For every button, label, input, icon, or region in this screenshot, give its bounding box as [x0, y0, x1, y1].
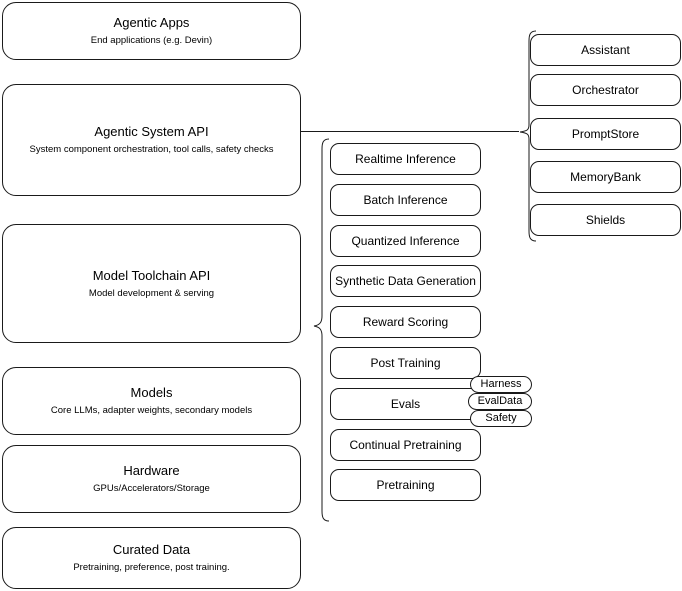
toolchain-component-label: Synthetic Data Generation: [335, 274, 476, 288]
eval-tag-label: Safety: [485, 412, 517, 424]
toolchain-component-label: Realtime Inference: [355, 152, 456, 166]
eval-tag-harness[interactable]: Harness: [470, 376, 532, 393]
toolchain-component-evals[interactable]: Evals: [330, 388, 481, 420]
toolchain-component-reward-scoring[interactable]: Reward Scoring: [330, 306, 481, 338]
toolchain-component-synthetic-data-generation[interactable]: Synthetic Data Generation: [330, 265, 481, 297]
connector-system-api-to-components: [301, 131, 519, 132]
system-component-label: PromptStore: [571, 127, 640, 141]
layer-title: Models: [130, 385, 173, 400]
layer-box-hardware[interactable]: Hardware GPUs/Accelerators/Storage: [2, 445, 301, 513]
layer-subtitle: Core LLMs, adapter weights, secondary mo…: [50, 405, 253, 416]
system-component-memorybank[interactable]: MemoryBank: [530, 161, 681, 193]
toolchain-component-label: Batch Inference: [363, 193, 448, 207]
eval-tag-evaldata[interactable]: EvalData: [468, 393, 532, 410]
toolchain-component-label: Reward Scoring: [362, 315, 449, 329]
system-component-label: MemoryBank: [570, 170, 641, 184]
toolchain-component-batch-inference[interactable]: Batch Inference: [330, 184, 481, 216]
layer-subtitle: GPUs/Accelerators/Storage: [93, 483, 210, 494]
eval-tag-safety[interactable]: Safety: [470, 410, 532, 427]
toolchain-component-quantized-inference[interactable]: Quantized Inference: [330, 225, 481, 257]
layer-title: Agentic System API: [94, 124, 209, 139]
layer-box-curated-data[interactable]: Curated Data Pretraining, preference, po…: [2, 527, 301, 589]
eval-tag-label: Harness: [480, 378, 522, 390]
toolchain-component-label: Evals: [390, 397, 421, 411]
system-component-orchestrator[interactable]: Orchestrator: [530, 74, 681, 106]
system-component-label: Orchestrator: [572, 83, 639, 97]
layer-title: Hardware: [123, 463, 180, 478]
system-component-label: Shields: [585, 213, 626, 227]
layer-title: Agentic Apps: [113, 15, 190, 30]
layer-box-model-toolchain-api[interactable]: Model Toolchain API Model development & …: [2, 224, 301, 343]
system-component-assistant[interactable]: Assistant: [530, 34, 681, 66]
toolchain-component-realtime-inference[interactable]: Realtime Inference: [330, 143, 481, 175]
toolchain-component-continual-pretraining[interactable]: Continual Pretraining: [330, 429, 481, 461]
layer-box-agentic-apps[interactable]: Agentic Apps End applications (e.g. Devi…: [2, 2, 301, 60]
layer-subtitle: Model development & serving: [88, 287, 215, 299]
layer-title: Model Toolchain API: [92, 267, 211, 283]
eval-tag-label: EvalData: [477, 395, 523, 407]
toolchain-component-label: Pretraining: [376, 478, 435, 492]
toolchain-component-label: Quantized Inference: [351, 234, 460, 248]
toolchain-component-post-training[interactable]: Post Training: [330, 347, 481, 379]
system-component-label: Assistant: [581, 43, 630, 57]
layer-subtitle: End applications (e.g. Devin): [90, 35, 213, 46]
layer-box-agentic-system-api[interactable]: Agentic System API System component orch…: [2, 84, 301, 196]
toolchain-component-pretraining[interactable]: Pretraining: [330, 469, 481, 501]
layer-subtitle: System component orchestration, tool cal…: [29, 144, 274, 155]
toolchain-component-label: Post Training: [370, 356, 441, 370]
system-component-promptstore[interactable]: PromptStore: [530, 118, 681, 150]
system-component-shields[interactable]: Shields: [530, 204, 681, 236]
brace-system-components: [519, 30, 537, 242]
layer-title: Curated Data: [112, 542, 191, 557]
brace-toolchain: [313, 138, 330, 522]
toolchain-component-label: Continual Pretraining: [349, 438, 462, 452]
layer-box-models[interactable]: Models Core LLMs, adapter weights, secon…: [2, 367, 301, 435]
layer-subtitle: Pretraining, preference, post training.: [73, 562, 230, 573]
